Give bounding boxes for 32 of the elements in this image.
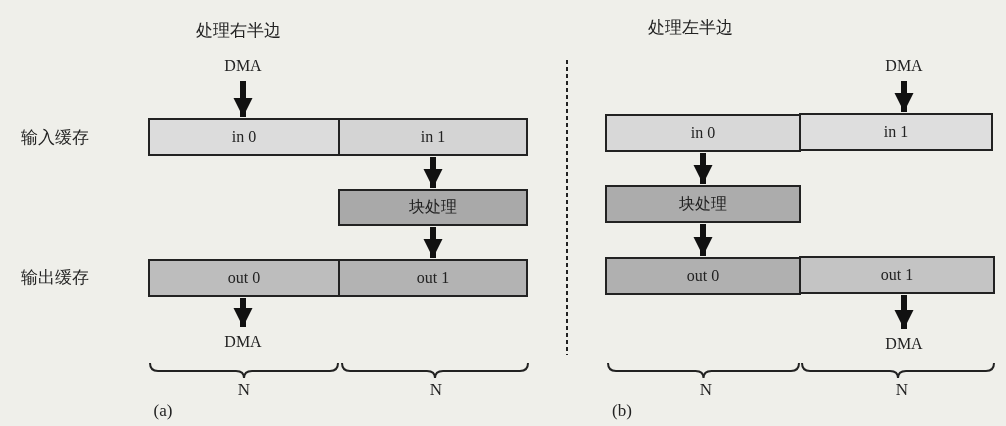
dimension-label: N bbox=[237, 380, 251, 400]
buffer-segment: out 0 bbox=[148, 259, 340, 297]
buffer-segment: in 0 bbox=[605, 114, 801, 152]
buffer-segment: in 1 bbox=[338, 118, 528, 156]
dma-label: DMA bbox=[873, 330, 935, 358]
arrow bbox=[894, 81, 914, 112]
dma-label: DMA bbox=[212, 328, 274, 356]
arrow bbox=[894, 295, 914, 329]
row-label: 输出缓存 bbox=[21, 266, 89, 289]
buffer-segment: out 1 bbox=[799, 256, 995, 294]
dimension-label: N bbox=[699, 380, 713, 400]
arrow bbox=[233, 81, 253, 117]
panel-heading: 处理右半边 bbox=[195, 19, 281, 42]
dimension-label: N bbox=[895, 380, 909, 400]
arrow bbox=[423, 227, 443, 258]
panel-label: (b) bbox=[612, 401, 632, 421]
arrow bbox=[233, 298, 253, 327]
panel-label: (a) bbox=[153, 401, 173, 421]
buffer-segment: 块处理 bbox=[338, 189, 528, 226]
dma-label: DMA bbox=[873, 52, 935, 80]
dimension-label: N bbox=[429, 380, 443, 400]
panel-heading: 处理左半边 bbox=[647, 16, 733, 39]
buffer-segment: 块处理 bbox=[605, 185, 801, 223]
buffer-segment: out 1 bbox=[338, 259, 528, 297]
arrow bbox=[423, 157, 443, 188]
buffer-segment: in 1 bbox=[799, 113, 993, 151]
buffer-segment: out 0 bbox=[605, 257, 801, 295]
row-label: 输入缓存 bbox=[21, 126, 89, 149]
dma-label: DMA bbox=[212, 52, 274, 80]
buffer-segment: in 0 bbox=[148, 118, 340, 156]
arrow bbox=[693, 153, 713, 184]
arrow bbox=[693, 224, 713, 256]
